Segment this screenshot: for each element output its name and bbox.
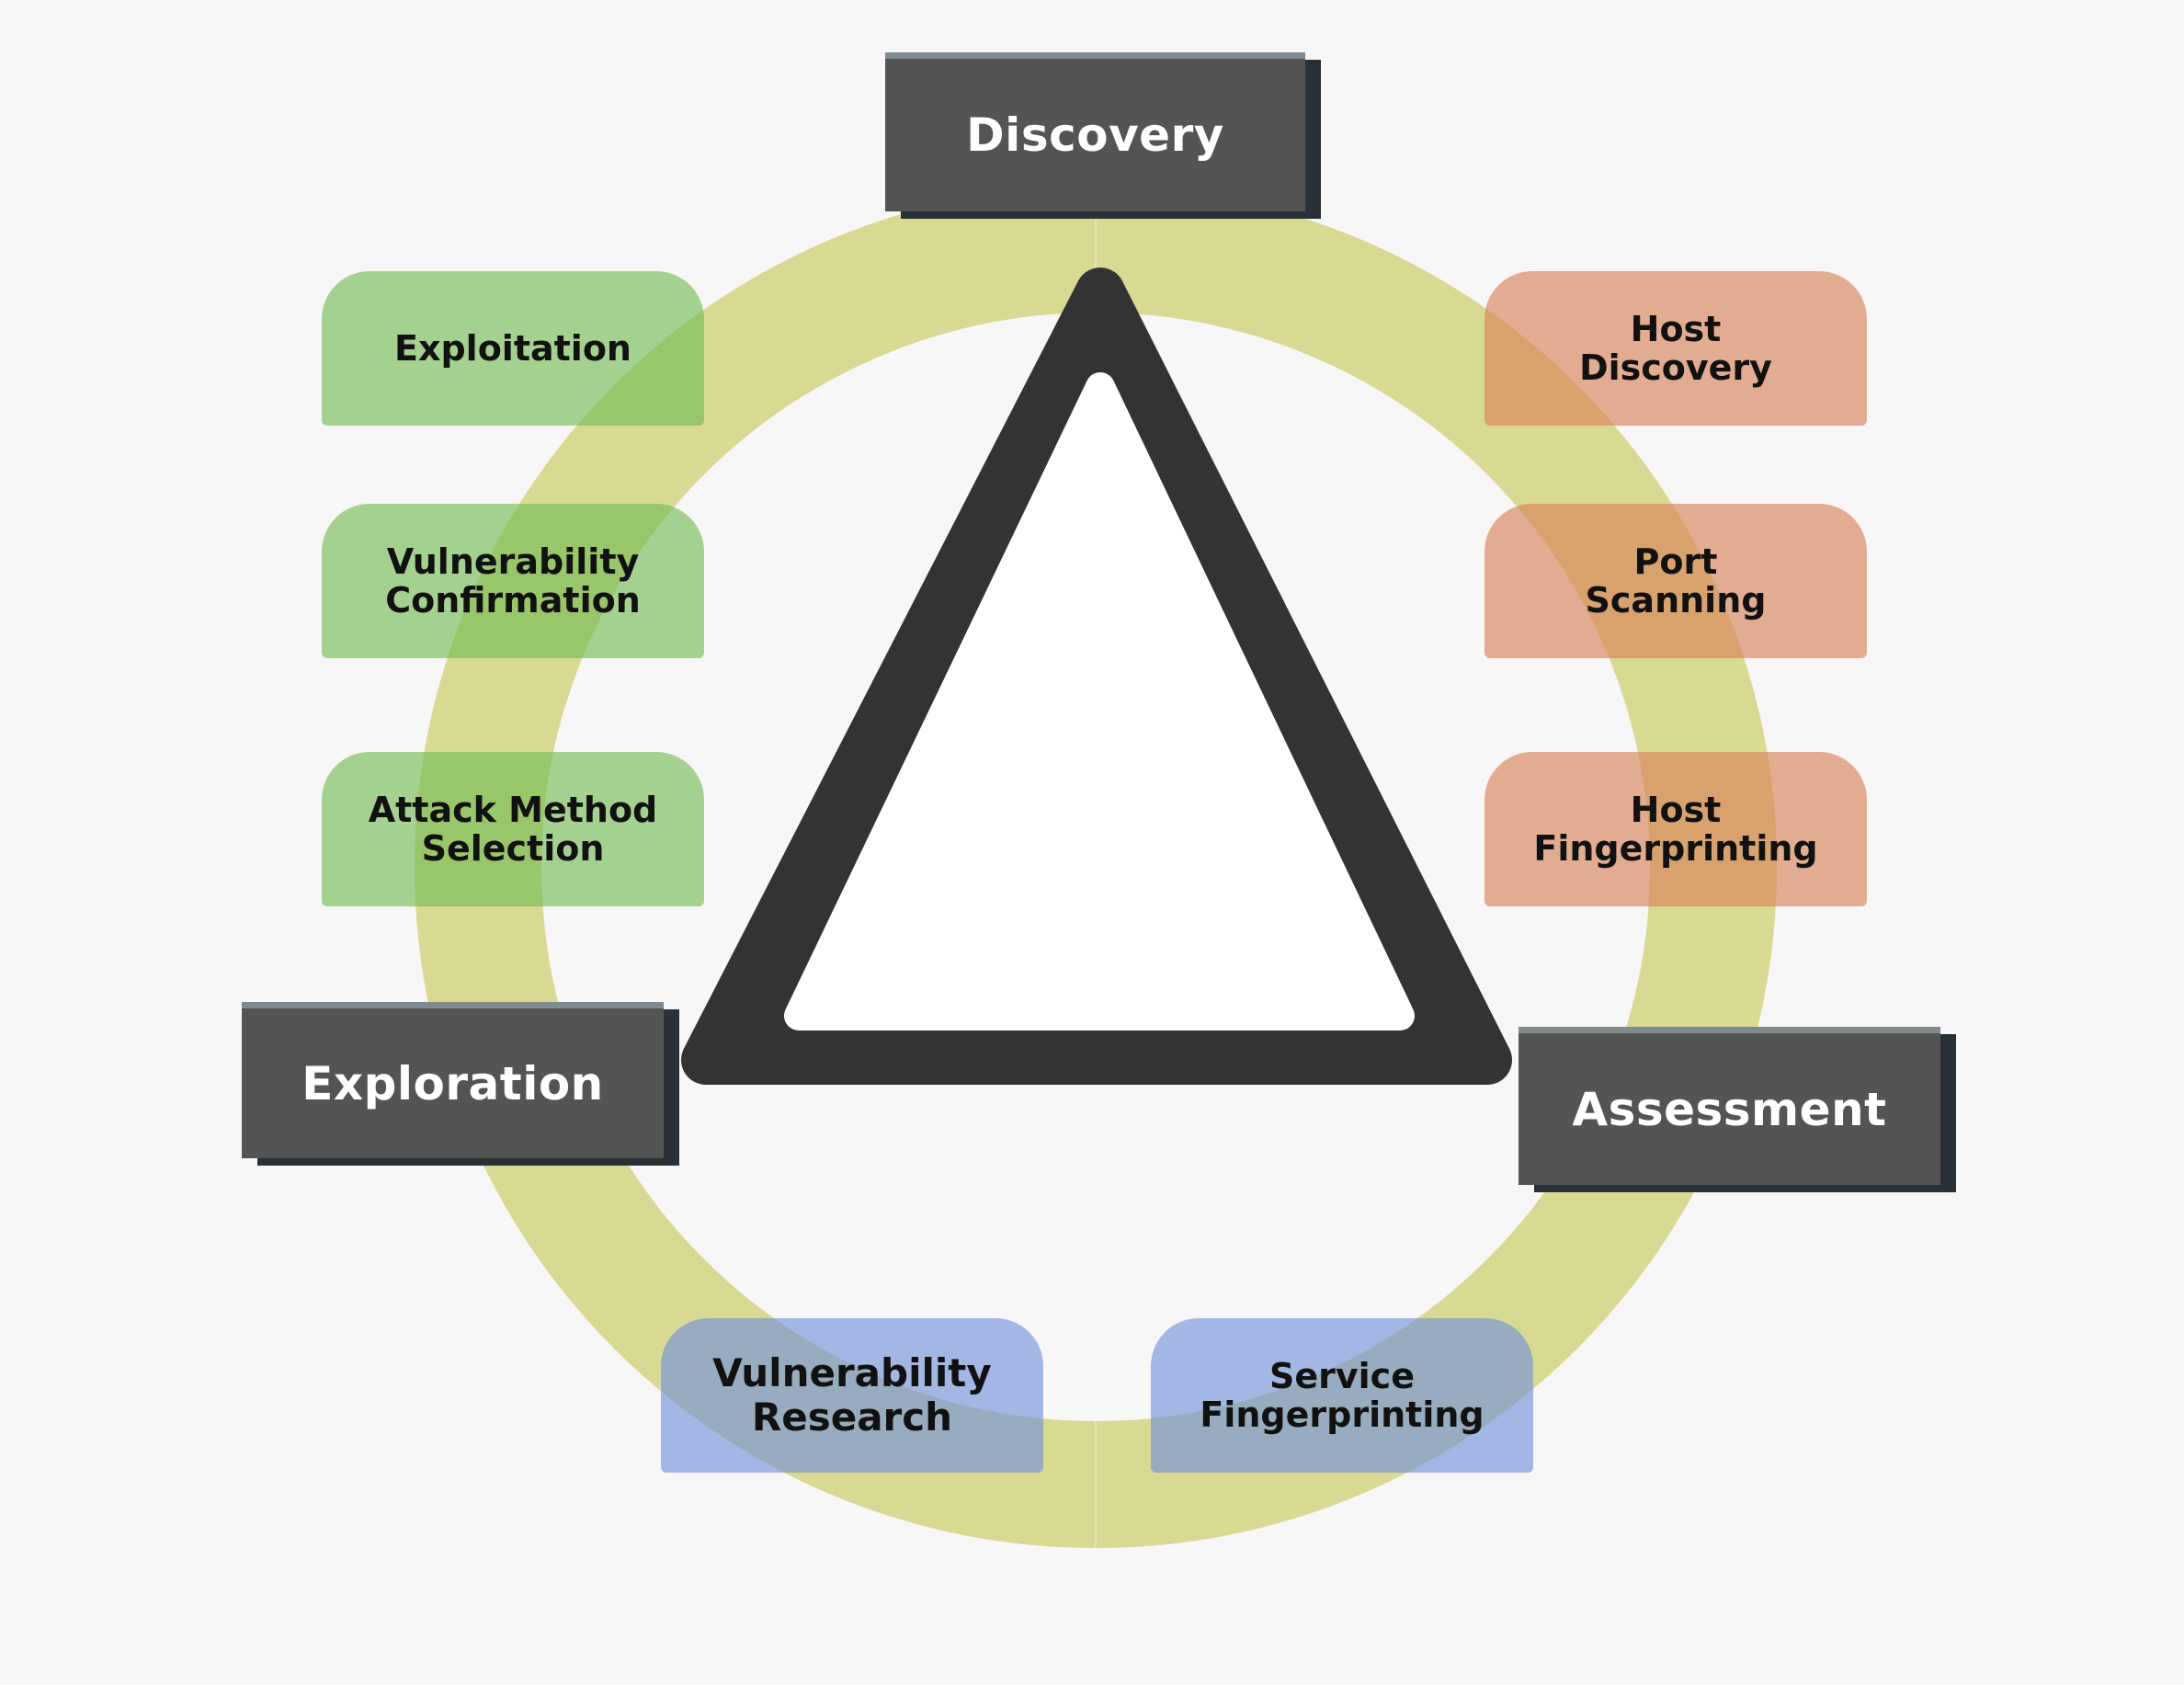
exploration-stage-label: Exploration [301, 1056, 604, 1110]
host-discovery-step: Host Discovery [1484, 271, 1867, 426]
host-discovery-step-label: Host Discovery [1579, 309, 1772, 388]
vulnerability-confirmation-step-label: Vulnerability Confirmation [385, 541, 641, 620]
discovery-stage-label: Discovery [966, 108, 1224, 162]
vulnerability-research-step: Vulnerability Research [661, 1318, 1043, 1473]
service-fingerprinting-step-label: Service Fingerprinting [1200, 1356, 1484, 1435]
port-scanning-step-label: Port Scanning [1585, 541, 1767, 620]
host-fingerprinting-step-label: Host Fingerprinting [1533, 790, 1818, 869]
attack-method-selection-step: Attack Method Selection [322, 752, 704, 906]
host-fingerprinting-step: Host Fingerprinting [1484, 752, 1867, 906]
service-fingerprinting-step: Service Fingerprinting [1151, 1318, 1533, 1473]
assessment-stage-box: Assessment [1519, 1027, 1940, 1185]
exploitation-step: Exploitation [322, 271, 704, 426]
port-scanning-step: Port Scanning [1484, 504, 1867, 658]
central-triangle-inner [784, 372, 1415, 1030]
vulnerability-research-step-label: Vulnerability Research [712, 1350, 992, 1440]
discovery-stage-box: Discovery [885, 52, 1305, 211]
exploitation-step-label: Exploitation [394, 328, 631, 369]
exploration-stage-box: Exploration [242, 1002, 664, 1158]
assessment-stage-label: Assessment [1572, 1082, 1887, 1136]
vulnerability-confirmation-step: Vulnerability Confirmation [322, 504, 704, 658]
attack-method-selection-step-label: Attack Method Selection [368, 790, 658, 869]
